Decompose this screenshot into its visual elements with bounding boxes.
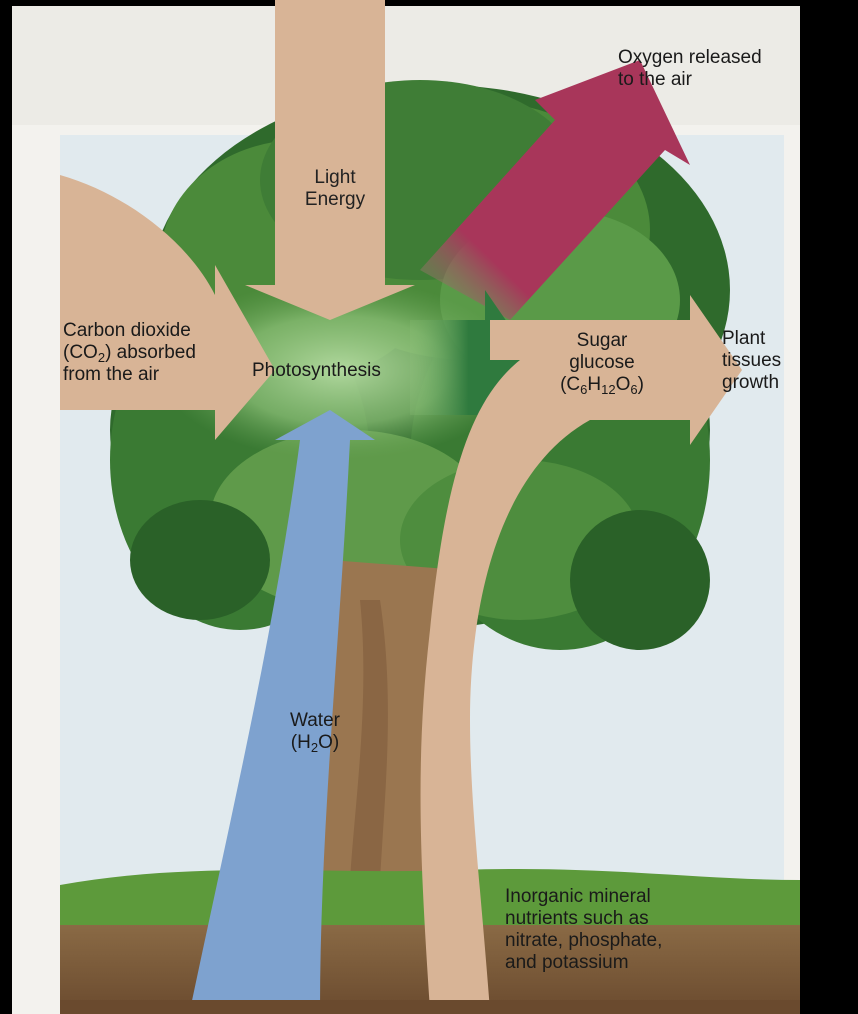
water-label-line1: Water [270,710,360,732]
water-formula: (H2O) [270,732,360,754]
light-label-line1: Light [285,167,385,189]
left-black-border [0,0,12,1014]
water-label: Water (H2O) [270,710,360,754]
soil-front [60,1000,800,1014]
photosynthesis-label: Photosynthesis [252,360,381,382]
co2-label-line2: (CO2) absorbed [63,342,196,364]
oxygen-label-line2: to the air [618,69,762,91]
oxygen-label: Oxygen released to the air [618,47,762,91]
top-black-border [0,0,858,6]
sugar-label: Sugar glucose (C6H12O6) [537,330,667,396]
minerals-line2: nutrients such as [505,908,662,930]
plant-label-line1: Plant [722,328,781,350]
minerals-line3: nitrate, phosphate, [505,930,662,952]
sugar-label-line2: glucose [537,352,667,374]
light-label-line2: Energy [285,189,385,211]
co2-label-line3: from the air [63,364,196,386]
co2-label-line1: Carbon dioxide [63,320,196,342]
minerals-line1: Inorganic mineral [505,886,662,908]
oxygen-label-line1: Oxygen released [618,47,762,69]
sugar-formula: (C6H12O6) [537,374,667,396]
light-energy-label: Light Energy [285,167,385,211]
minerals-line4: and potassium [505,952,662,974]
plant-tissues-label: Plant tissues growth [722,328,781,394]
sugar-label-line1: Sugar [537,330,667,352]
right-black-border [800,0,858,1014]
plant-label-line3: growth [722,372,781,394]
minerals-label: Inorganic mineral nutrients such as nitr… [505,886,662,974]
co2-label: Carbon dioxide (CO2) absorbed from the a… [63,320,196,386]
plant-label-line2: tissues [722,350,781,372]
